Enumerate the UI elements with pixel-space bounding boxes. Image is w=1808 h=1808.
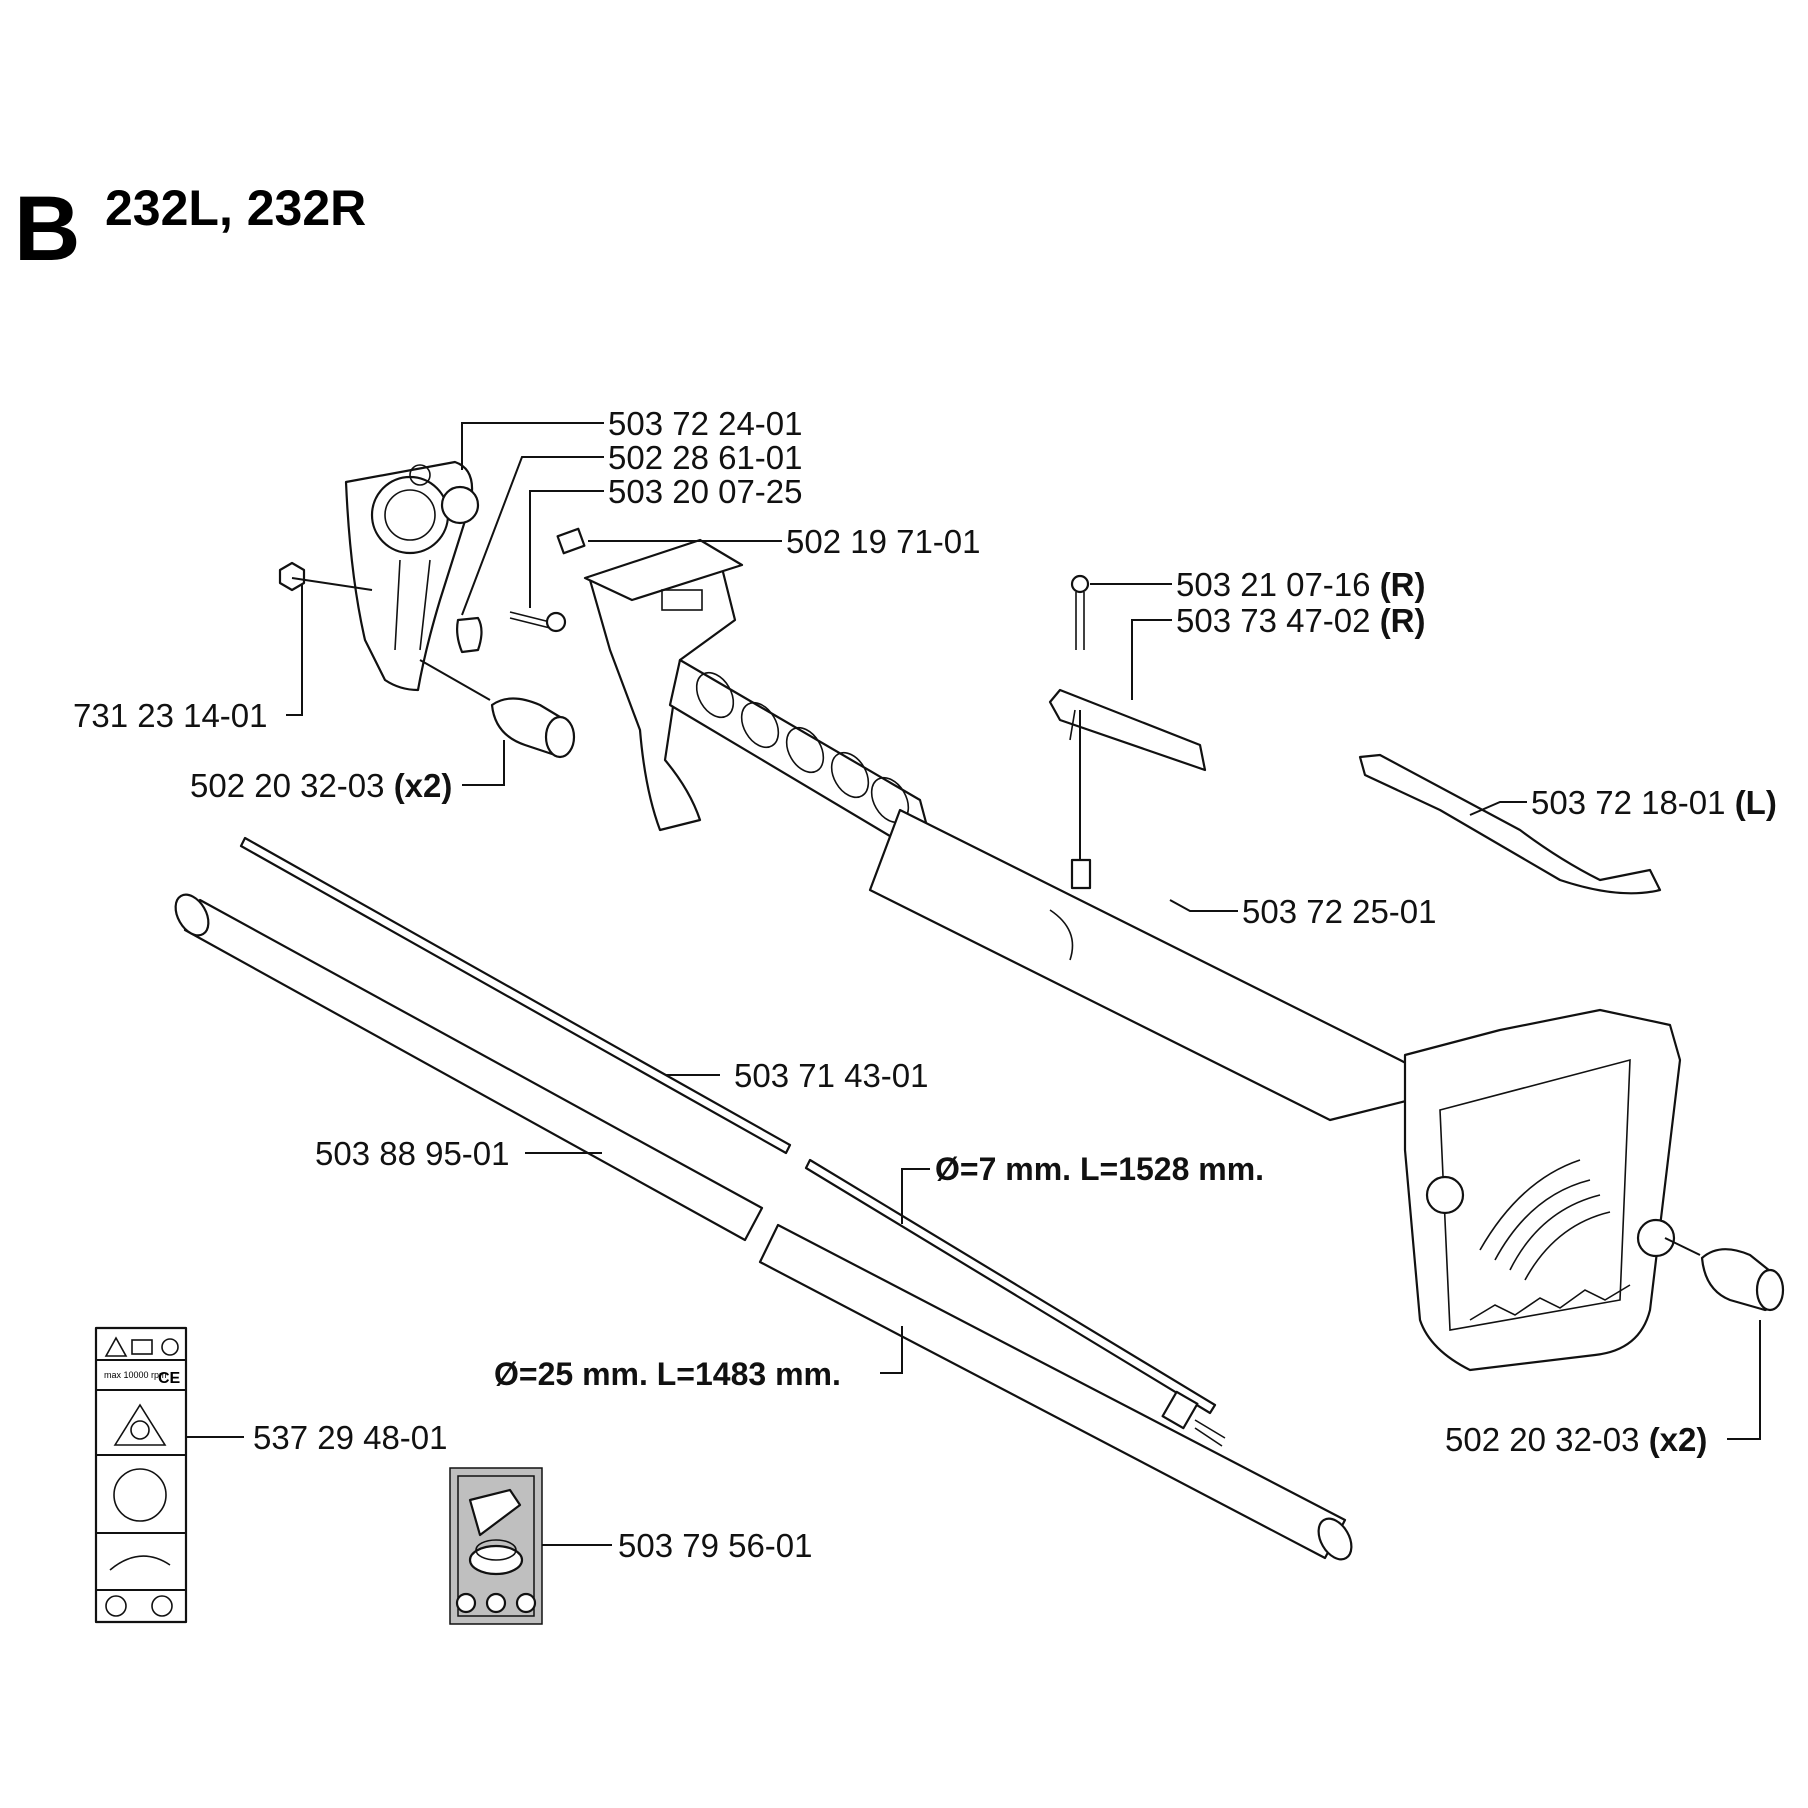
nut-part [278, 561, 306, 592]
clip-part [456, 616, 483, 654]
section-letter: B [14, 178, 80, 280]
label-502-20-32-03-lower: 502 20 32-03 (x2) [1445, 1421, 1707, 1458]
screw-part [509, 611, 567, 633]
lever-l-part [1358, 753, 1662, 895]
label-503-72-24-01: 503 72 24-01 [608, 405, 803, 442]
label-503-88-95-01: 503 88 95-01 [315, 1135, 510, 1172]
model-title: 232L, 232R [105, 180, 366, 236]
main-tube-part [868, 808, 1424, 1122]
tube-dimension: Ø=25 mm. L=1483 mm. [494, 1356, 841, 1392]
label-503-21-07-16: 503 21 07-16 (R) [1176, 566, 1426, 603]
warning-decal-part: max 10000 rpm CE [94, 1326, 188, 1624]
decal-speed-text: max 10000 rpm [104, 1370, 167, 1380]
label-502-28-61-01: 502 28 61-01 [608, 439, 803, 476]
label-731-23-14-01: 731 23 14-01 [73, 697, 268, 734]
grip-cap-left-part [490, 697, 576, 759]
label-503-72-18-01: 503 72 18-01 (L) [1531, 784, 1777, 821]
drive-shaft-part [239, 836, 1226, 1447]
label-537-29-48-01: 537 29 48-01 [253, 1419, 448, 1456]
handle-bracket-part [344, 460, 480, 692]
square-nut-part [556, 527, 586, 555]
label-503-73-47-02: 503 73 47-02 (R) [1176, 602, 1426, 639]
throttle-trigger-part [1048, 688, 1207, 772]
label-503-72-25-01: 503 72 25-01 [1242, 893, 1437, 930]
spool-decal-part [449, 1467, 543, 1625]
leader-lines [186, 422, 1761, 1546]
engine-mount-part [1403, 1008, 1682, 1372]
label-502-20-32-03-upper: 502 20 32-03 (x2) [190, 767, 452, 804]
grip-cap-right-part [1700, 1248, 1785, 1312]
stop-pin-part [1070, 858, 1092, 890]
decal-ce-text: CE [158, 1370, 181, 1387]
drive-shaft-dimension: Ø=7 mm. L=1528 mm. [935, 1151, 1264, 1187]
handle-body-part [583, 538, 930, 847]
label-502-19-71-01: 502 19 71-01 [786, 523, 981, 560]
screw-r-part [1070, 574, 1090, 650]
tube-part [174, 893, 1353, 1561]
label-503-20-07-25: 503 20 07-25 [608, 473, 803, 510]
label-503-71-43-01: 503 71 43-01 [734, 1057, 929, 1094]
label-503-79-56-01: 503 79 56-01 [618, 1527, 813, 1564]
